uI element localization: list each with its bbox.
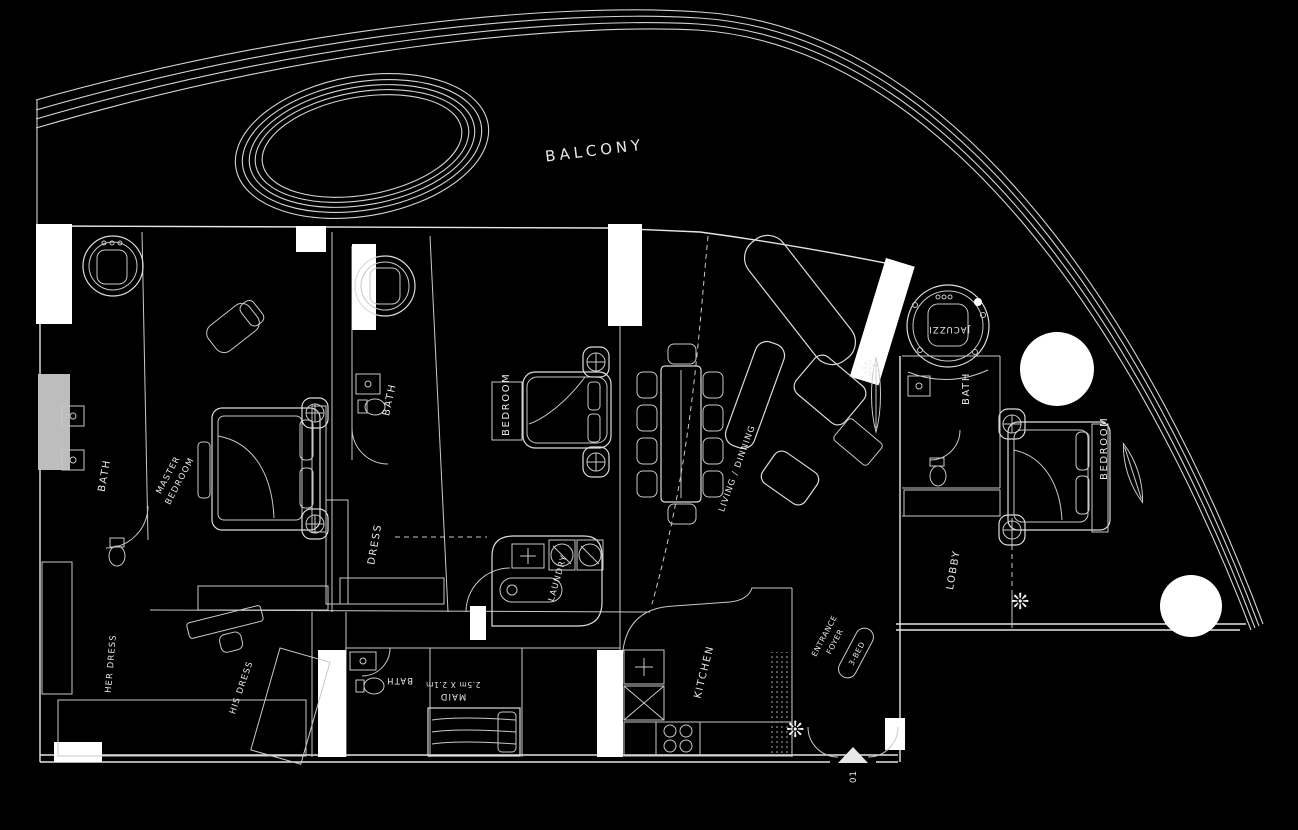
sheet-number: 01 bbox=[849, 770, 859, 783]
living-dining-label: LIVING / DINNING bbox=[717, 424, 758, 514]
dressing-table bbox=[186, 605, 264, 653]
white-disc-lower bbox=[1160, 575, 1222, 637]
grid-marker-icon bbox=[582, 346, 610, 378]
balcony-label: BALCONY bbox=[544, 136, 645, 166]
accent-circles bbox=[1020, 332, 1222, 637]
entrance-foyer bbox=[807, 726, 899, 763]
bedroom-center-label: BEDROOM bbox=[501, 373, 512, 436]
maid-name-label: MAID bbox=[440, 691, 467, 701]
laundry bbox=[491, 535, 604, 627]
her-dress-label: HER DRESS bbox=[104, 634, 119, 694]
perimeter-walls bbox=[39, 225, 1246, 763]
master-bath bbox=[61, 235, 149, 567]
grid-marker-icon bbox=[582, 446, 610, 478]
kitchen bbox=[623, 649, 793, 757]
maid-bed bbox=[427, 707, 521, 757]
entrance-arrow bbox=[838, 747, 868, 763]
grid-marker-icon bbox=[301, 397, 329, 429]
living-sofas bbox=[724, 234, 883, 506]
maid-bath bbox=[349, 647, 391, 695]
jacuzzi bbox=[906, 284, 990, 380]
guest-bath bbox=[351, 255, 416, 465]
dining-set bbox=[636, 343, 724, 525]
bath-right-label: BATH bbox=[961, 372, 972, 405]
white-disc-upper bbox=[1020, 332, 1094, 406]
master-bath-label: BATH bbox=[97, 458, 114, 492]
wall-decor-lens bbox=[871, 356, 1144, 504]
hull-outline bbox=[35, 9, 1264, 631]
his-dress-label: HIS DRESS bbox=[228, 660, 256, 716]
maid-bath-label: BATH bbox=[386, 675, 413, 685]
plant-icon: ❊ bbox=[861, 357, 879, 382]
unit-type-label: 3-BED bbox=[847, 640, 867, 667]
master-bedroom bbox=[197, 299, 327, 533]
maid-dim-label: 2.5m X 2.1m bbox=[426, 680, 481, 689]
jacuzzi-label: JACUZZI bbox=[928, 324, 971, 334]
bedroom-center bbox=[465, 371, 612, 613]
maid-room-label: 2.5m X 2.1m MAID bbox=[426, 680, 481, 701]
bedroom-right bbox=[1007, 421, 1111, 533]
lobby-label: LOBBY bbox=[945, 549, 963, 591]
plant-icon: ❊ bbox=[786, 718, 804, 743]
grid-marker-icon bbox=[301, 508, 329, 540]
plant-icon: ❊ bbox=[1011, 590, 1029, 615]
entrance-foyer-label: ENTRANCE FOYER bbox=[810, 614, 846, 658]
balcony-pool-contours bbox=[234, 73, 490, 219]
wardrobe-hatching bbox=[41, 489, 1001, 765]
bedroom-right-label: BEDROOM bbox=[1099, 417, 1110, 480]
kitchen-label: KITCHEN bbox=[693, 644, 717, 700]
master-bedroom-label: MASTER BEDROOM bbox=[155, 454, 197, 506]
dress-label: DRESS bbox=[366, 523, 384, 566]
guest-bath-label: BATH bbox=[381, 382, 399, 417]
bath-right bbox=[907, 375, 961, 487]
